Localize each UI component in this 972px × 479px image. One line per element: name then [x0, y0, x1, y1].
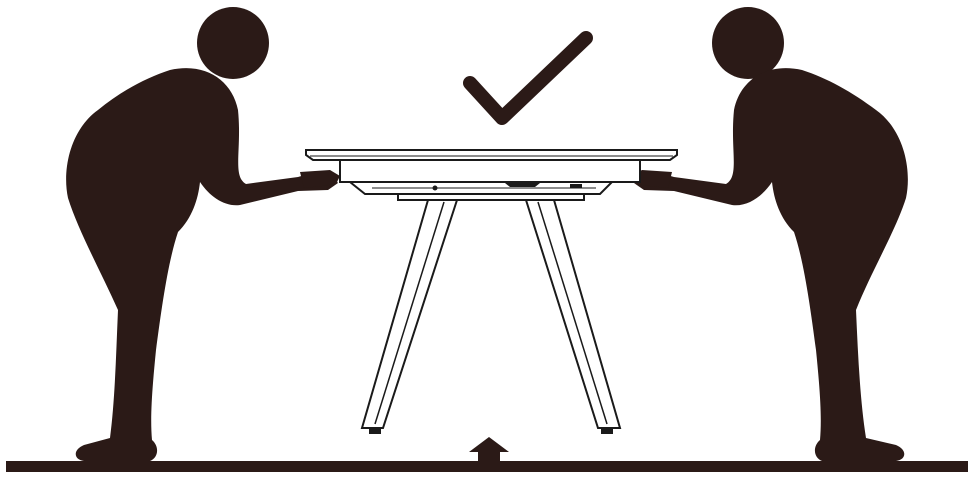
right-person — [632, 7, 908, 461]
right-person-head — [712, 7, 784, 79]
checkmark-icon — [463, 31, 593, 125]
left-person-head — [197, 7, 269, 79]
left-person — [66, 7, 340, 461]
floor-line — [6, 461, 968, 472]
table-apron — [339, 159, 641, 183]
right-person-hand — [632, 170, 672, 188]
table — [305, 149, 678, 434]
left-person-hand — [300, 170, 340, 188]
table-top — [305, 149, 678, 161]
left-person-body — [66, 68, 338, 461]
up-arrow-icon — [469, 437, 509, 464]
right-person-body — [634, 68, 908, 461]
